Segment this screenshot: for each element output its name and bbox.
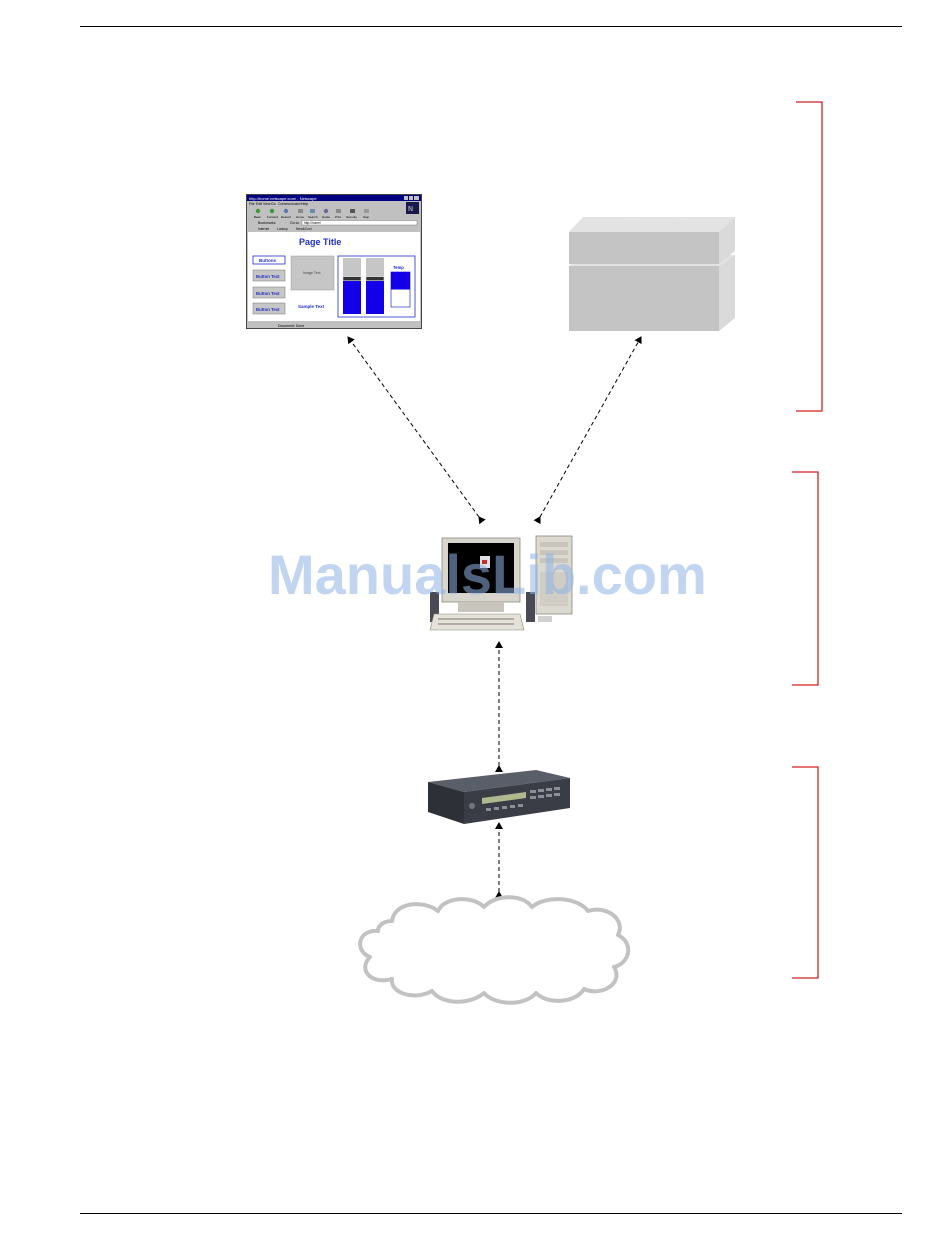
temp-label: Temp	[393, 265, 404, 270]
toolbar-label: Security	[346, 215, 357, 219]
network-cloud	[352, 893, 636, 1007]
buttons-label: Buttons	[259, 258, 276, 263]
location-value: http://home/	[304, 221, 321, 225]
footer-rule	[80, 1213, 902, 1214]
image-text: Image Text	[303, 271, 321, 275]
menu-item: Communicator	[278, 202, 302, 206]
header-rule	[80, 26, 902, 27]
svg-text:N: N	[408, 206, 413, 213]
location-label: Go to:	[290, 221, 300, 225]
toolbar-label: Reload	[281, 215, 291, 219]
arrow-browser-computer	[347, 336, 486, 525]
bookmarks-label: Bookmarks	[258, 221, 276, 225]
browser-title-text: http://home.netscape.com/ - Netscape	[249, 196, 317, 201]
toolbar-label: Guide	[322, 215, 330, 219]
menu-item: Edit	[256, 202, 262, 206]
temp-gauge-fill	[391, 272, 410, 290]
building-blocks	[567, 214, 737, 334]
button-text: Button Text	[256, 307, 280, 312]
desktop-computer	[428, 534, 578, 634]
toolbar-label: Back	[254, 215, 261, 219]
controller-unit	[426, 768, 572, 826]
page-title: Page Title	[299, 237, 341, 247]
bracket-bottom	[792, 766, 819, 979]
sample-text: Sample Text	[298, 304, 325, 309]
bracket-top	[796, 101, 823, 412]
status-text: Document: Done	[278, 324, 304, 328]
slider-fill	[366, 278, 384, 314]
toolbar-label: Forward	[267, 215, 278, 219]
slider-group	[342, 258, 385, 314]
menu-item: Help	[301, 202, 308, 206]
temp-gauge	[390, 271, 411, 308]
personal-link: Internet	[258, 227, 269, 231]
personal-link: Lookup	[277, 227, 288, 231]
toolbar-label: Home	[296, 215, 304, 219]
menu-item: View	[263, 202, 271, 206]
bracket-middle	[792, 471, 819, 686]
slider-knob	[342, 276, 362, 282]
menu-item: Go	[271, 202, 276, 206]
web-browser-window: http://home.netscape.com/ - Netscape Fil…	[246, 194, 422, 329]
slider-knob	[365, 276, 385, 282]
arrow-blocks-computer	[533, 336, 642, 525]
toolbar-label: Stop	[363, 215, 370, 219]
button-text: Button Text	[256, 291, 280, 296]
toolbar-label: Print	[335, 215, 341, 219]
menu-item: File	[249, 202, 255, 206]
button-text: Button Text	[256, 274, 280, 279]
personal-link: New&Cool	[296, 227, 312, 231]
toolbar-label: Search	[308, 215, 318, 219]
slider-fill	[343, 278, 361, 314]
